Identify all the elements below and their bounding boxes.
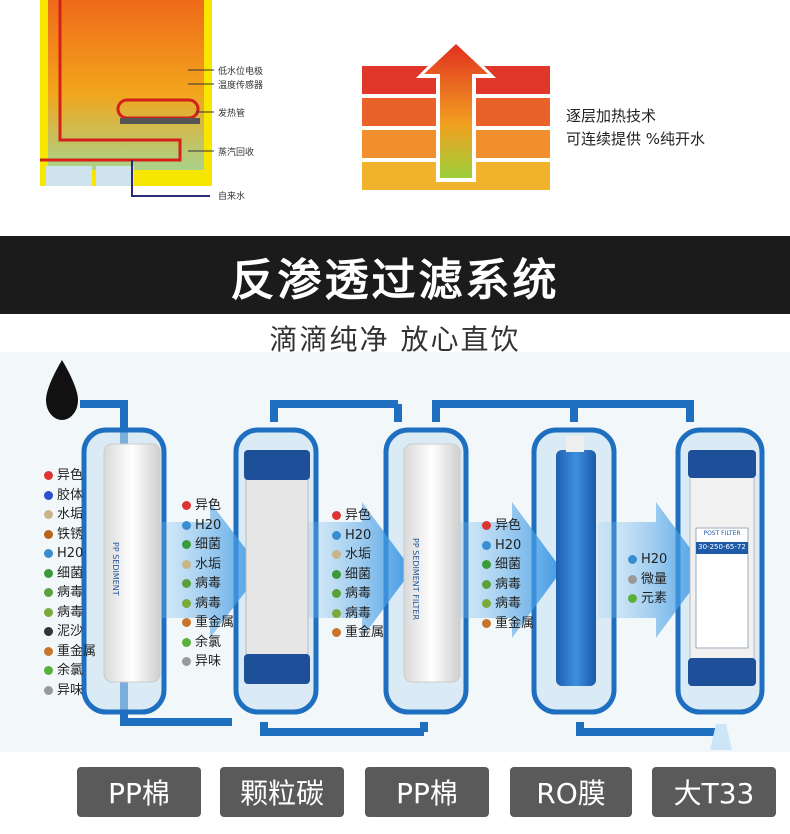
label-heating-tube: 发热管: [218, 109, 246, 119]
list-item: 病毒: [332, 604, 384, 624]
list-item: 病毒: [44, 603, 96, 623]
stage-ro-membrane-button[interactable]: RO膜: [510, 767, 632, 817]
stage5-output-list: H20 微量 元素: [628, 550, 667, 609]
list-item: 异色: [44, 466, 96, 486]
list-item: 病毒: [482, 594, 534, 614]
list-item: 异色: [482, 516, 534, 536]
cartridge5-code-label: 30-250-65-72: [698, 543, 746, 551]
list-item: 余氯: [44, 661, 96, 681]
label-low-water-electrode: 低水位电极: [218, 67, 264, 77]
stage2-impurity-list: 异色 H20 细菌 水垢 病毒 病毒 重金属 余氯 异味: [182, 496, 234, 672]
list-item: H20: [628, 550, 667, 570]
list-item: 胶体: [44, 486, 96, 506]
list-item: H20: [482, 536, 534, 556]
label-steam-recovery: 蒸汽回收: [218, 148, 255, 158]
list-item: 异色: [182, 496, 234, 516]
list-item: 病毒: [182, 574, 234, 594]
cartridge1-label: PP SEDIMENT: [111, 542, 120, 596]
list-item: 水垢: [332, 545, 384, 565]
stage-pp-cotton-button[interactable]: PP棉: [77, 767, 201, 817]
list-item: 铁锈: [44, 525, 96, 545]
heater-diagram: 低水位电极 温度传感器 发热管 蒸汽回收 自来水: [0, 0, 360, 220]
list-item: 微量: [628, 570, 667, 590]
stage-carbon-button[interactable]: 颗粒碳: [220, 767, 344, 817]
list-item: 病毒: [44, 583, 96, 603]
list-item: 病毒: [332, 584, 384, 604]
page-subtitle: 滴滴纯净 放心直饮: [269, 323, 521, 356]
cartridge3-label: PP SEDIMENT FILTER: [411, 538, 420, 621]
heating-tech-line2: 可连续提供 %纯开水: [566, 130, 706, 148]
list-item: 细菌: [482, 555, 534, 575]
list-item: 重金属: [44, 642, 96, 662]
stage3-impurity-list: 异色 H20 水垢 细菌 病毒 病毒 重金属: [332, 506, 384, 643]
list-item: 细菌: [44, 564, 96, 584]
stage4-impurity-list: 异色 H20 细菌 病毒 病毒 重金属: [482, 516, 534, 633]
list-item: 异味: [44, 681, 96, 701]
list-item: 泥沙: [44, 622, 96, 642]
layered-heating-graphic: [360, 30, 560, 200]
list-item: 细菌: [182, 535, 234, 555]
label-tap-water: 自来水: [218, 192, 246, 202]
list-item: 元素: [628, 589, 667, 609]
list-item: 病毒: [182, 594, 234, 614]
filtration-diagram: PP SEDIMENT PP SEDIMENT FILTER POST FILT…: [0, 352, 790, 752]
filtration-pipes-illustration: [46, 360, 765, 750]
title-banner: 反渗透过滤系统: [0, 236, 790, 314]
list-item: 余氯: [182, 633, 234, 653]
list-item: 重金属: [332, 623, 384, 643]
list-item: H20: [44, 544, 96, 564]
cartridge5-head-label: POST FILTER: [703, 530, 741, 537]
list-item: 病毒: [482, 575, 534, 595]
list-item: 重金属: [182, 613, 234, 633]
heater-illustration: [40, 0, 214, 197]
stage-t33-button[interactable]: 大T33: [652, 767, 776, 817]
layered-heating-arrow-icon: [362, 38, 550, 190]
list-item: 水垢: [182, 555, 234, 575]
list-item: 重金属: [482, 614, 534, 634]
label-temperature-sensor: 温度传感器: [218, 81, 264, 91]
page-title: 反渗透过滤系统: [230, 255, 560, 306]
stage1-impurity-list: 异色 胶体 水垢 铁锈 H20 细菌 病毒 病毒 泥沙 重金属 余氯 异味: [44, 466, 96, 700]
stage-pp-cotton-2-button[interactable]: PP棉: [365, 767, 489, 817]
list-item: 水垢: [44, 505, 96, 525]
heating-tech-line1: 逐层加热技术: [566, 107, 657, 125]
list-item: 细菌: [332, 565, 384, 585]
list-item: H20: [182, 516, 234, 536]
list-item: H20: [332, 526, 384, 546]
list-item: 异色: [332, 506, 384, 526]
list-item: 异味: [182, 652, 234, 672]
